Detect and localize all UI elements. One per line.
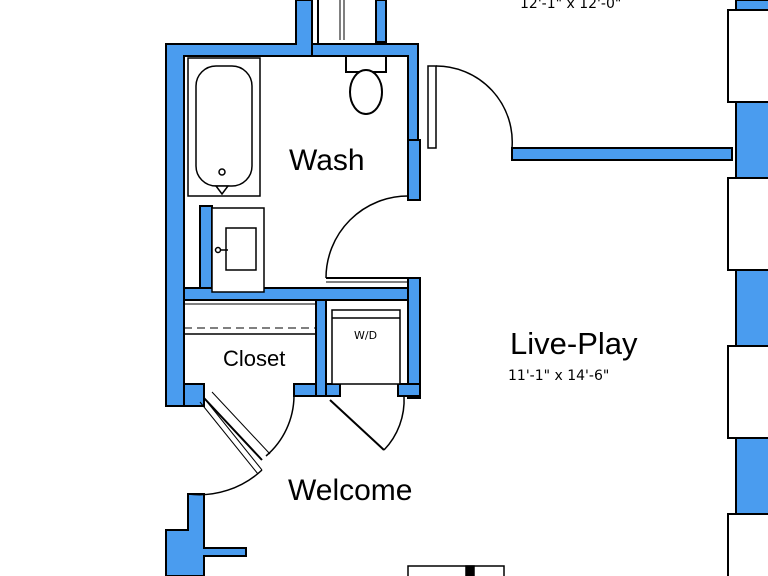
exterior-wall-right bbox=[727, 0, 768, 576]
walls bbox=[165, 0, 733, 576]
window-top bbox=[317, 0, 345, 44]
room-label-live-play: Live-Play bbox=[510, 326, 638, 361]
wall-wash-right-mid bbox=[407, 277, 421, 399]
wall-closet-wd bbox=[315, 299, 327, 397]
wall-vanity-left bbox=[199, 205, 213, 289]
sink-icon bbox=[211, 207, 265, 293]
room-label-closet: Closet bbox=[223, 346, 285, 371]
room-dims-live-play: 11'-1" x 14'-6" bbox=[508, 368, 609, 384]
toilet-icon bbox=[345, 55, 387, 115]
window-icon bbox=[727, 345, 768, 439]
window-icon bbox=[727, 9, 768, 103]
room-label-wash: Wash bbox=[289, 144, 365, 177]
wall-live-play-partition bbox=[511, 147, 733, 161]
wall-wd-bottom-right bbox=[397, 383, 421, 397]
wall-wd-bottom bbox=[325, 383, 341, 397]
window-icon bbox=[727, 513, 768, 576]
wall-closet-bottom-mid bbox=[293, 383, 317, 397]
bottom-fixtures bbox=[407, 565, 505, 576]
wd-label: W/D bbox=[354, 329, 377, 342]
wall-closet-bottom-left bbox=[183, 383, 205, 407]
room-label-welcome: Welcome bbox=[288, 474, 412, 507]
window-icon bbox=[727, 177, 768, 271]
bathtub-icon bbox=[187, 57, 261, 197]
wall-wash-right-lower bbox=[407, 139, 421, 201]
washer-dryer-icon bbox=[331, 309, 401, 385]
wall-bottom-left bbox=[165, 493, 247, 576]
closet-shelf bbox=[184, 303, 316, 335]
wall-top-stub bbox=[375, 0, 387, 43]
top-room-dims: 12'-1" x 12'-0" bbox=[520, 0, 621, 12]
door-swing-icon bbox=[187, 65, 513, 496]
